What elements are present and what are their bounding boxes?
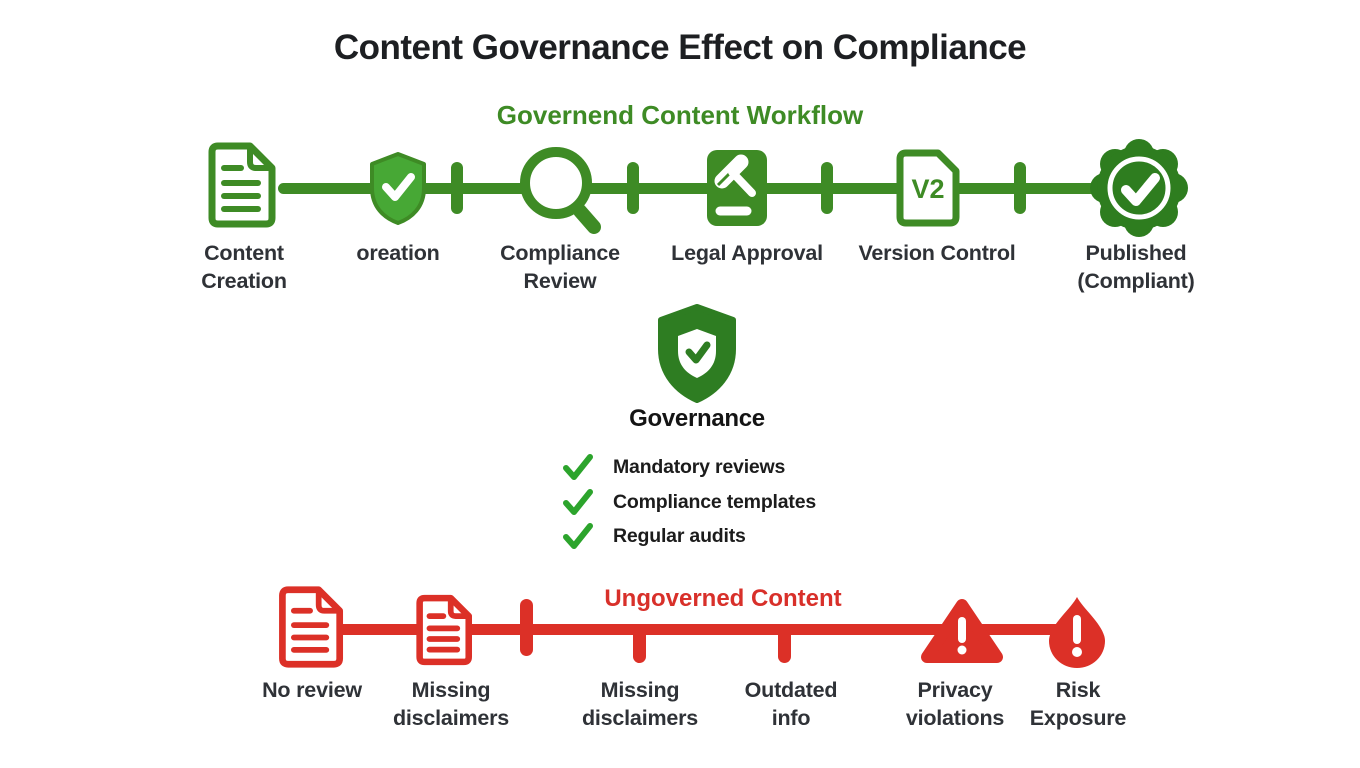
checklist-item-label: Compliance templates — [613, 490, 816, 513]
magnifier-icon — [520, 147, 601, 234]
document-icon — [416, 594, 472, 666]
step-label-oreation: oreation — [356, 241, 440, 265]
step-label-missing-disclaimers-2: Missing disclaimers — [581, 678, 699, 730]
step-label-privacy-violations: Privacy violations — [905, 678, 1005, 730]
checkmark-icon — [563, 454, 593, 480]
document-icon — [208, 142, 276, 228]
checkmark-icon — [563, 489, 593, 515]
gavel-icon — [707, 150, 767, 226]
step-label-legal-approval: Legal Approval — [671, 241, 823, 265]
checklist-item-label: Mandatory reviews — [613, 455, 786, 478]
document-icon — [279, 586, 344, 668]
step-label-risk-exposure: Risk Exposure — [1029, 678, 1127, 730]
ungoverned-heading: Ungoverned Content — [604, 585, 842, 612]
warning-triangle-icon — [921, 599, 1003, 663]
ungoverned-timeline-line — [298, 624, 1080, 635]
page-title: Content Governance Effect on Compliance — [333, 28, 1027, 67]
step-label-no-review: No review — [262, 678, 362, 702]
warning-drop-icon — [1049, 597, 1105, 668]
step-label-content-creation: Content Creation — [201, 241, 287, 293]
version-document-icon: V2 — [896, 149, 960, 227]
governed-workflow-heading: Governend Content Workflow — [496, 100, 864, 130]
checklist-item: Mandatory reviews — [562, 452, 785, 482]
checklist-item: Regular audits — [562, 521, 746, 551]
checkmark-icon — [563, 523, 593, 549]
checklist-item-label: Regular audits — [613, 524, 746, 547]
governance-label: Governance — [629, 405, 765, 432]
version-badge-text: V2 — [911, 174, 944, 204]
step-label-outdated-info: Outdated info — [744, 678, 838, 730]
step-label-version-control: Version Control — [858, 241, 1016, 265]
governance-shield-icon — [658, 304, 736, 403]
timeline-tick — [778, 627, 791, 663]
step-label-published: Published (Compliant) — [1077, 241, 1195, 293]
governed-timeline-line — [278, 183, 1102, 194]
ribbon-check-icon — [1090, 139, 1188, 237]
shield-check-icon — [370, 152, 426, 225]
checklist-item: Compliance templates — [562, 487, 816, 517]
timeline-tick — [520, 599, 533, 656]
step-label-missing-disclaimers-1: Missing disclaimers — [392, 678, 510, 730]
timeline-tick — [633, 627, 646, 663]
step-label-compliance-review: Compliance Review — [500, 241, 620, 293]
